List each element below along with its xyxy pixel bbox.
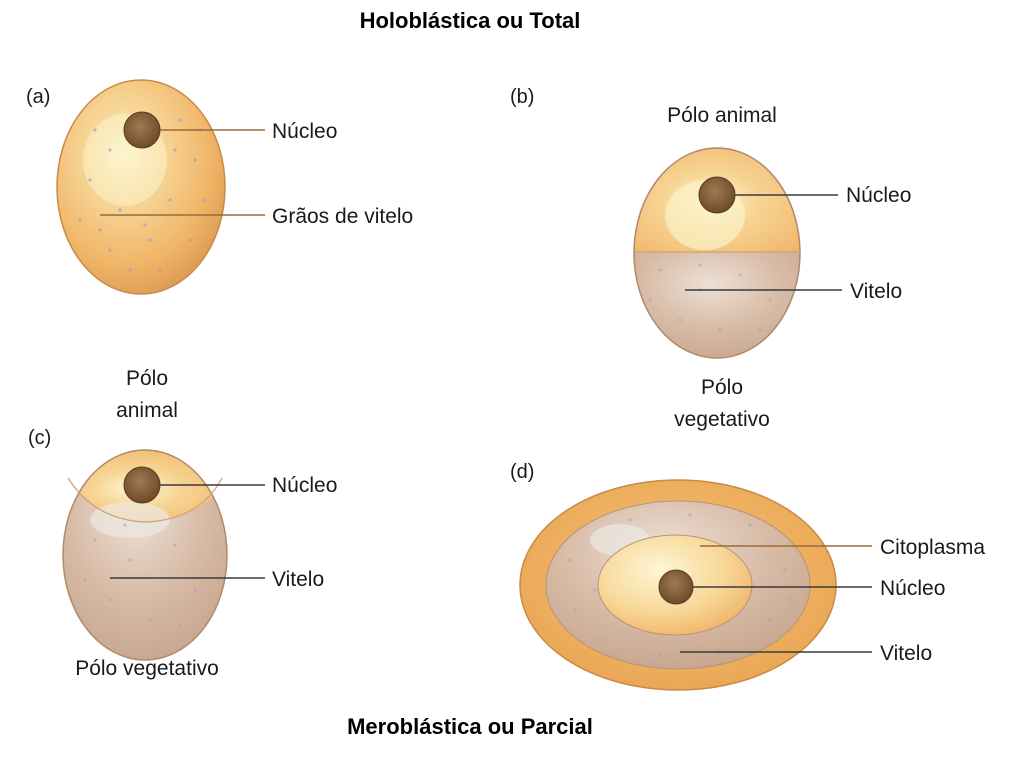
label-nucleus-a: Núcleo (272, 120, 337, 143)
label-nucleus-d: Núcleo (880, 577, 945, 600)
nucleus-d (658, 569, 694, 605)
nucleus-b (698, 176, 736, 214)
label-animal-pole-c-line1: Pólo (126, 367, 168, 390)
label-yolk-c: Vitelo (272, 568, 324, 591)
bottom-title: Meroblástica ou Parcial (347, 714, 593, 739)
panel-b: (b) Pólo animal Núcleo Vitelo Pólo veget… (510, 86, 911, 431)
label-cytoplasm-d: Citoplasma (880, 536, 985, 559)
yolk-grains-d (568, 513, 792, 657)
panel-d-tag: (d) (510, 461, 534, 483)
label-yolk-b: Vitelo (850, 280, 902, 303)
egg-b-yolk (634, 252, 800, 358)
label-vegetal-pole-b-line1: Pólo (701, 376, 743, 399)
nucleus-a (123, 111, 161, 149)
label-yolk-grains-a: Grãos de vitelo (272, 205, 413, 228)
nucleus-c (123, 466, 161, 504)
label-nucleus-c: Núcleo (272, 474, 337, 497)
panel-d: (d) Citoplasma Núcleo Vitelo (510, 461, 985, 691)
panel-a: (a) Núcleo Grãos de vitelo (26, 79, 413, 295)
panel-a-tag: (a) (26, 86, 50, 108)
yolk-grains-b (648, 263, 772, 332)
label-vegetal-pole-b-line2: vegetativo (674, 408, 770, 431)
label-yolk-d: Vitelo (880, 642, 932, 665)
panel-c: Pólo animal (c) Núcleo Vitelo Pólo veget… (28, 367, 337, 680)
top-title: Holoblástica ou Total (359, 8, 581, 33)
label-animal-pole-b: Pólo animal (667, 104, 777, 127)
label-nucleus-b: Núcleo (846, 184, 911, 207)
yolk-grains-c (83, 523, 197, 627)
label-animal-pole-c-line2: animal (116, 399, 178, 422)
label-vegetal-pole-c: Pólo vegetativo (75, 657, 219, 680)
panel-c-tag: (c) (28, 427, 51, 449)
panel-b-tag: (b) (510, 86, 534, 108)
yolk-grains-a (78, 118, 207, 272)
